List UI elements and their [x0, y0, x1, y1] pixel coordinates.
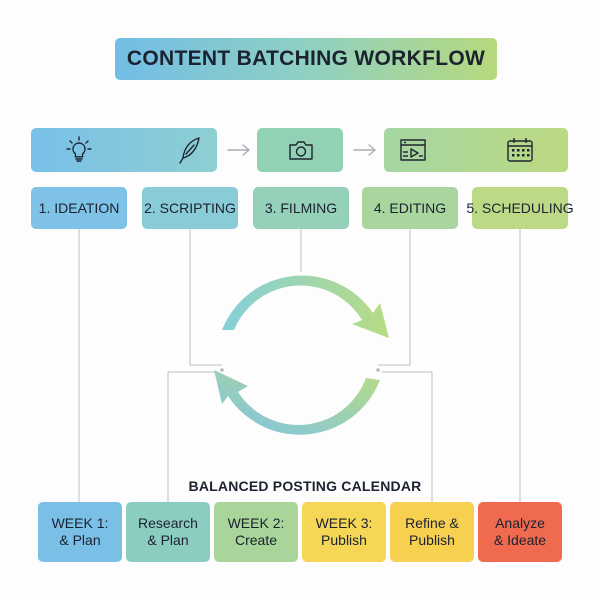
stage-editing: 4. EDITING [362, 187, 458, 229]
camera-icon [286, 135, 316, 165]
week-label: Research & Plan [138, 515, 198, 548]
feather-quill-icon [175, 135, 205, 165]
title-banner: CONTENT BATCHING WORKFLOW [115, 38, 497, 80]
lightbulb-icon [64, 135, 94, 165]
week-label: WEEK 3: Publish [315, 515, 373, 548]
stage-scripting: 2. SCRIPTING [142, 187, 238, 229]
calendar-analyze-ideate: Analyze & Ideate [478, 502, 562, 562]
calendar-icon [505, 135, 535, 165]
page-title: CONTENT BATCHING WORKFLOW [126, 47, 486, 70]
calendar-week-2: WEEK 2: Create [214, 502, 298, 562]
calendar-title: BALANCED POSTING CALENDAR [188, 478, 422, 494]
stage-label: 5. SCHEDULING [466, 200, 574, 216]
week-label: Refine & Publish [405, 515, 459, 548]
arrow-right-icon [353, 143, 377, 157]
stage-label: 2. SCRIPTING [144, 200, 236, 216]
cycle-arrows-icon [214, 275, 389, 435]
stage-filming: 3. FILMING [253, 187, 349, 229]
stage-label: 3. FILMING [264, 200, 338, 216]
calendar-refine-publish: Refine & Publish [390, 502, 474, 562]
icon-band-ideation-scripting [31, 128, 217, 172]
week-label: Analyze & Ideate [493, 515, 547, 548]
video-editor-icon [398, 135, 428, 165]
stage-label: 1. IDEATION [38, 200, 120, 216]
calendar-research-plan: Research & Plan [126, 502, 210, 562]
stage-ideation: 1. IDEATION [31, 187, 127, 229]
stage-label: 4. EDITING [373, 200, 447, 216]
arrow-right-icon [227, 143, 251, 157]
icon-band-editing-scheduling [384, 128, 568, 172]
calendar-week-1: WEEK 1: & Plan [38, 502, 122, 562]
stage-scheduling: 5. SCHEDULING [466, 187, 574, 229]
week-label: WEEK 2: Create [227, 515, 285, 548]
calendar-week-3: WEEK 3: Publish [302, 502, 386, 562]
icon-band-filming [257, 128, 343, 172]
week-label: WEEK 1: & Plan [51, 515, 109, 548]
